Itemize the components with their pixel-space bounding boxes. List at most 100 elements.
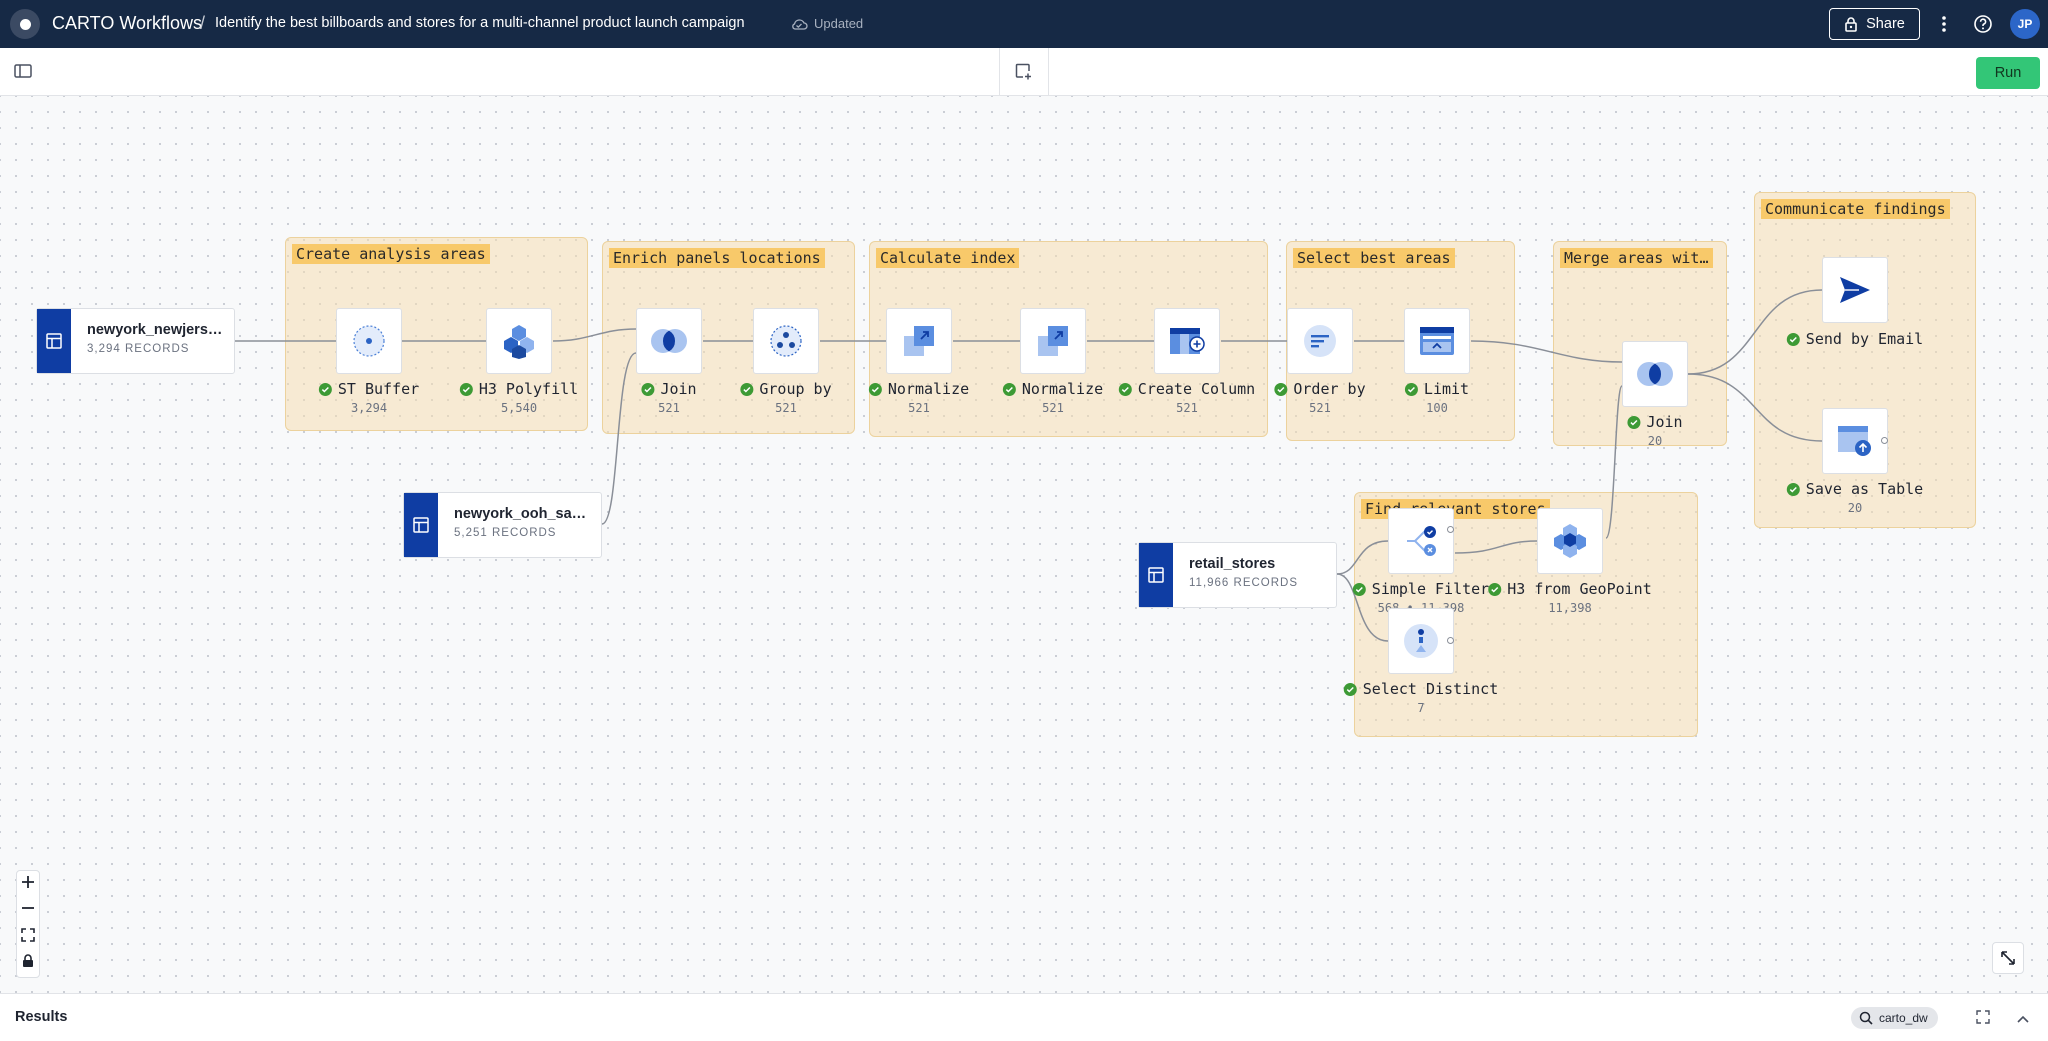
edge: [1454, 540, 1538, 554]
check-icon: [1118, 382, 1132, 396]
more-vert-icon[interactable]: [1932, 12, 1956, 36]
edge: [1336, 540, 1389, 575]
node-label: H3 from GeoPoint: [1488, 580, 1652, 598]
check-icon: [318, 382, 332, 396]
node-join[interactable]: [1622, 341, 1688, 407]
node-count: 521: [908, 401, 930, 415]
filter-icon: [1407, 526, 1436, 556]
node-count: 20: [1847, 501, 1863, 515]
node-st-buffer[interactable]: [336, 308, 402, 374]
node-normalize[interactable]: [886, 308, 952, 374]
run-button[interactable]: Run: [1976, 57, 2040, 89]
node-count: 5,540: [500, 401, 538, 415]
limit-icon: [1420, 327, 1454, 355]
toolbar-divider: [999, 48, 1000, 96]
node-save-as-table[interactable]: [1822, 408, 1888, 474]
node-normalize[interactable]: [1020, 308, 1086, 374]
node-label: Join: [1627, 413, 1683, 431]
share-button[interactable]: Share: [1829, 8, 1920, 40]
group-merge-areas[interactable]: Merge areas wit…: [1553, 241, 1727, 446]
node-h3-from-geopoint[interactable]: [1537, 508, 1603, 574]
node-limit[interactable]: [1404, 308, 1470, 374]
node-count: 3,294: [350, 401, 388, 415]
group-title[interactable]: Enrich panels locations: [609, 248, 825, 268]
connection-chip[interactable]: carto_dw: [1851, 1007, 1938, 1029]
node-simple-filter[interactable]: [1388, 508, 1454, 574]
carto-logo-icon[interactable]: [10, 9, 40, 39]
help-icon[interactable]: [1971, 12, 1995, 36]
node-count: 100: [1426, 401, 1448, 415]
normalize-icon: [1038, 326, 1068, 356]
fullscreen-icon[interactable]: [1976, 1010, 1990, 1029]
send-icon: [1840, 277, 1870, 303]
join-icon: [651, 329, 687, 353]
group-title[interactable]: Create analysis areas: [292, 244, 490, 264]
hexagon-point-icon: [1554, 524, 1586, 558]
node-h3-polyfill[interactable]: [486, 308, 552, 374]
share-label: Share: [1866, 16, 1905, 32]
node-count: 521: [658, 401, 680, 415]
app-title[interactable]: CARTO Workflows: [52, 13, 203, 33]
breadcrumb-separator: /: [200, 13, 206, 33]
check-icon: [1488, 582, 1502, 596]
table-icon: [37, 309, 71, 373]
add-node-icon[interactable]: [1014, 62, 1034, 87]
chevron-up-icon[interactable]: [2016, 1011, 2030, 1029]
source-name: retail_stores: [1189, 556, 1276, 572]
group-title[interactable]: Calculate index: [876, 248, 1020, 268]
zoom-in-icon[interactable]: [21, 875, 35, 894]
node-label: Simple Filter: [1352, 580, 1489, 598]
node-label: Send by Email: [1786, 330, 1923, 348]
check-icon: [1627, 415, 1641, 429]
toolbar-divider: [1048, 48, 1049, 96]
workflow-title[interactable]: Identify the best billboards and stores …: [215, 15, 745, 31]
top-bar: CARTO Workflows / Identify the best bill…: [0, 0, 2048, 48]
check-icon: [1002, 382, 1016, 396]
node-join[interactable]: [636, 308, 702, 374]
output-port[interactable]: [1881, 437, 1888, 444]
node-send-by-email[interactable]: [1822, 257, 1888, 323]
node-label: ST Buffer: [318, 380, 419, 398]
node-label: Create Column: [1118, 380, 1255, 398]
search-connection-icon: [1859, 1011, 1873, 1025]
output-port[interactable]: [1447, 637, 1454, 644]
node-group-by[interactable]: [753, 308, 819, 374]
source-node-newyork-newjersey[interactable]: newyork_newjers… 3,294 RECORDS: [36, 308, 235, 374]
check-icon: [641, 382, 655, 396]
group-title[interactable]: Communicate findings: [1761, 199, 1950, 219]
source-node-retail-stores[interactable]: retail_stores 11,966 RECORDS: [1138, 542, 1337, 608]
normalize-icon: [904, 326, 934, 356]
node-count: 521: [1042, 401, 1064, 415]
node-count: 521: [1176, 401, 1198, 415]
group-title[interactable]: Merge areas wit…: [1560, 248, 1713, 268]
group-title[interactable]: Select best areas: [1293, 248, 1455, 268]
node-order-by[interactable]: [1287, 308, 1353, 374]
edge: [1605, 385, 1623, 539]
edge: [1336, 573, 1389, 642]
zoom-controls: [16, 870, 40, 978]
node-select-distinct[interactable]: [1388, 608, 1454, 674]
group-by-icon: [770, 325, 802, 357]
expand-icon: [2001, 951, 2015, 965]
results-panel[interactable]: Results carto_dw: [0, 993, 2048, 1041]
lock-canvas-icon[interactable]: [22, 954, 34, 973]
node-label: Normalize: [868, 380, 969, 398]
node-label: Join: [641, 380, 697, 398]
source-node-newyork-ooh[interactable]: newyork_ooh_sa… 5,251 RECORDS: [403, 492, 602, 558]
source-records: 5,251 RECORDS: [454, 527, 557, 539]
zoom-out-icon[interactable]: [21, 901, 35, 920]
edge: [1687, 373, 1823, 442]
hexagons-icon: [504, 325, 534, 359]
expand-canvas-button[interactable]: [1992, 942, 2024, 974]
fit-view-icon[interactable]: [21, 927, 35, 947]
check-icon: [1786, 482, 1800, 496]
distinct-icon: [1404, 624, 1438, 658]
avatar[interactable]: JP: [2010, 9, 2040, 39]
order-by-icon: [1304, 325, 1336, 357]
sidebar-toggle-icon[interactable]: [14, 64, 32, 83]
results-title[interactable]: Results: [15, 1009, 68, 1025]
workflow-canvas[interactable]: Create analysis areas Enrich panels loca…: [0, 96, 2048, 993]
node-create-column[interactable]: [1154, 308, 1220, 374]
node-count: 7: [1417, 701, 1425, 715]
output-port[interactable]: [1447, 526, 1454, 533]
